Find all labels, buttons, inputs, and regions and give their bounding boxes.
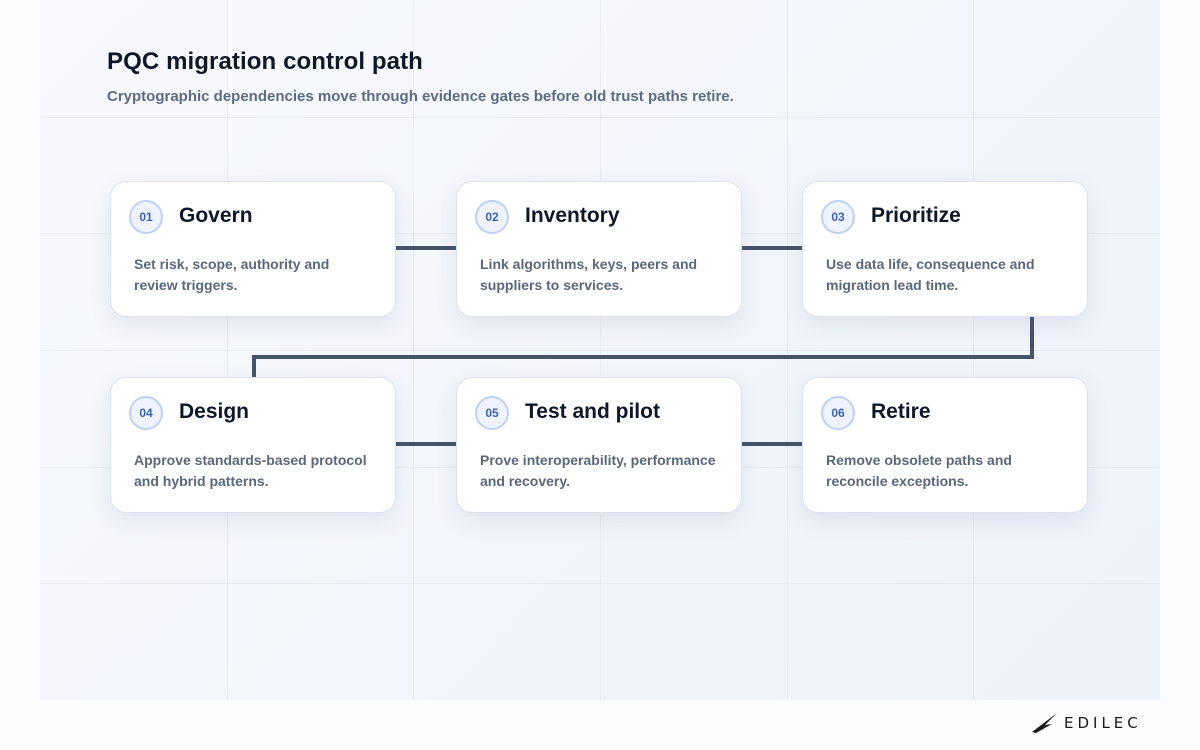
diagram-subtitle: Cryptographic dependencies move through … [107, 88, 734, 105]
step-description: Approve standards-based protocol and hyb… [134, 452, 367, 489]
step-title: Prioritize [871, 204, 961, 227]
connector-01-02 [396, 246, 458, 250]
connector-03-down [1030, 316, 1034, 359]
grid-line [40, 117, 1160, 118]
background-panel [40, 0, 1160, 700]
step-number-badge: 06 [821, 396, 855, 430]
step-description: Remove obsolete paths and reconcile exce… [826, 452, 1012, 489]
edilec-logo-icon [1032, 713, 1057, 733]
step-title: Inventory [525, 204, 620, 227]
connector-05-06 [742, 442, 804, 446]
step-title: Retire [871, 400, 931, 423]
diagram-title: PQC migration control path [107, 48, 423, 75]
step-number-badge: 03 [821, 200, 855, 234]
connector-02-03 [742, 246, 804, 250]
edilec-logo: EDILEC [1030, 710, 1156, 736]
grid-line [600, 0, 601, 700]
step-description: Set risk, scope, authority and review tr… [134, 256, 330, 293]
step-description: Link algorithms, keys, peers and supplie… [480, 256, 698, 293]
step-description: Prove interoperability, performance and … [480, 452, 716, 489]
step-card-prioritize: 03 Prioritize Use data life, consequence… [802, 181, 1088, 317]
step-number-badge: 02 [475, 200, 509, 234]
logo-wordmark: EDILEC [1064, 714, 1142, 732]
step-title: Test and pilot [525, 400, 660, 423]
step-description: Use data life, consequence and migration… [826, 256, 1035, 293]
grid-line [40, 583, 1160, 584]
grid-line [413, 0, 414, 700]
step-card-test-and-pilot: 05 Test and pilot Prove interoperability… [456, 377, 742, 513]
grid-line [787, 0, 788, 700]
step-number-badge: 05 [475, 396, 509, 430]
step-title: Design [179, 400, 250, 423]
connector-03-04-cross [252, 355, 1034, 359]
step-card-govern: 01 Govern Set risk, scope, authority and… [110, 181, 396, 317]
step-card-retire: 06 Retire Remove obsolete paths and reco… [802, 377, 1088, 513]
step-number-badge: 01 [129, 200, 163, 234]
step-number-badge: 04 [129, 396, 163, 430]
grid-line [227, 0, 228, 700]
connector-04-up [252, 355, 256, 378]
step-title: Govern [179, 204, 253, 227]
step-card-design: 04 Design Approve standards-based protoc… [110, 377, 396, 513]
grid-line [973, 0, 974, 700]
step-card-inventory: 02 Inventory Link algorithms, keys, peer… [456, 181, 742, 317]
connector-04-05 [396, 442, 458, 446]
grid-line [40, 350, 1160, 351]
